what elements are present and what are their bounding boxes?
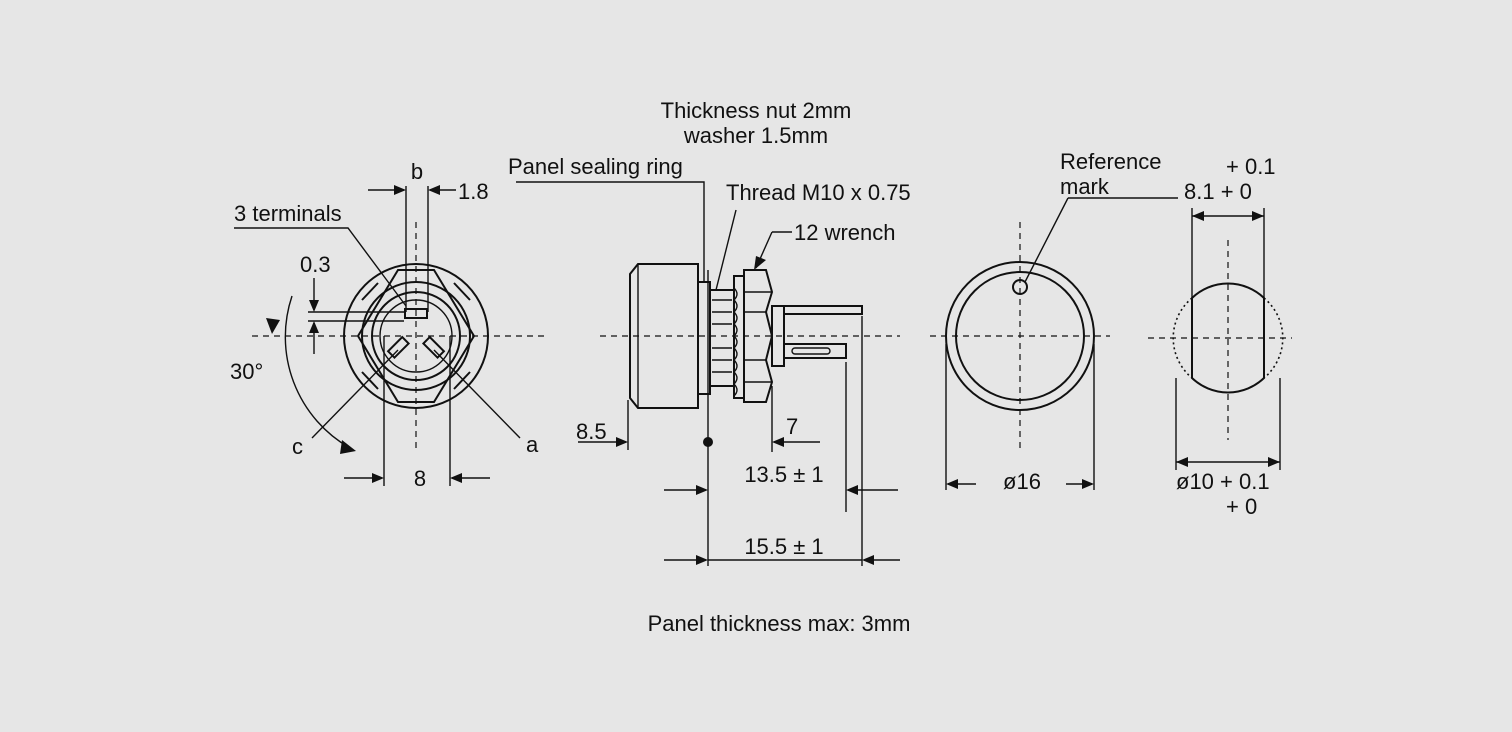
- label-thread: Thread M10 x 0.75: [726, 180, 911, 205]
- side-view: Thickness nut 2mm washer 1.5mm Panel sea…: [508, 98, 911, 566]
- label-8-1: 8.1 + 0: [1184, 179, 1252, 204]
- front-inner-ring: [379, 299, 453, 373]
- label-mark: mark: [1060, 174, 1110, 199]
- a-leader: [433, 349, 521, 439]
- reference-mark: [1012, 279, 1028, 295]
- label-13-5: 13.5 ± 1: [744, 462, 823, 487]
- cutout-view: + 0.1 8.1 + 0 ø10 + 0.1 + 0: [1148, 154, 1292, 519]
- front-outer-flange: [343, 263, 489, 409]
- label-washer: washer 1.5mm: [683, 123, 828, 148]
- label-thickness-nut: Thickness nut 2mm: [661, 98, 852, 123]
- panel-thickness-note: Panel thickness max: 3mm: [648, 611, 911, 636]
- label-7: 7: [786, 414, 798, 439]
- front-hex-nut: [356, 269, 476, 403]
- label-tol-plus: + 0.1: [1226, 154, 1276, 179]
- label-c: c: [292, 434, 303, 459]
- label-15-5: 15.5 ± 1: [744, 534, 823, 559]
- front-shaft-bush: [371, 291, 461, 381]
- label-16: ø16: [1003, 469, 1041, 494]
- label-0-3: 0.3: [300, 252, 331, 277]
- front-washer-ring: [361, 281, 471, 391]
- label-10: ø10 + 0.1: [1176, 469, 1270, 494]
- label-a: a: [526, 432, 539, 457]
- label-b: b: [411, 159, 423, 184]
- label-3-terminals: 3 terminals: [234, 201, 342, 226]
- front-hex-corners: [361, 282, 471, 390]
- terminal-a: [421, 335, 446, 360]
- front-view: b 1.8 3 terminals 0.3 30° c a 8: [230, 159, 548, 491]
- terminal-b: [404, 308, 428, 319]
- side-knob-body: [629, 263, 699, 409]
- angle-30-arc: [284, 295, 351, 449]
- side-hex-nut: [743, 269, 774, 403]
- side-shaft-stub: [771, 305, 785, 367]
- terminal-c: [386, 335, 411, 360]
- knob-inner-circle: [955, 271, 1085, 401]
- terminals-leader: [234, 227, 407, 307]
- label-panel-sealing-ring: Panel sealing ring: [508, 154, 683, 179]
- label-8-5: 8.5: [576, 419, 607, 444]
- label-1-8: 1.8: [458, 179, 489, 204]
- knob-view: Reference mark ø16: [930, 149, 1178, 494]
- knob-outer-circle: [945, 261, 1095, 411]
- label-wrench: 12 wrench: [794, 220, 896, 245]
- label-reference: Reference: [1060, 149, 1162, 174]
- c-leader: [311, 349, 399, 439]
- label-tol-zero: + 0: [1226, 494, 1257, 519]
- terminal-pin-top: [783, 305, 863, 315]
- terminal-pin-bottom: [783, 343, 847, 359]
- label-8: 8: [414, 466, 426, 491]
- label-30-degree: 30°: [230, 359, 263, 384]
